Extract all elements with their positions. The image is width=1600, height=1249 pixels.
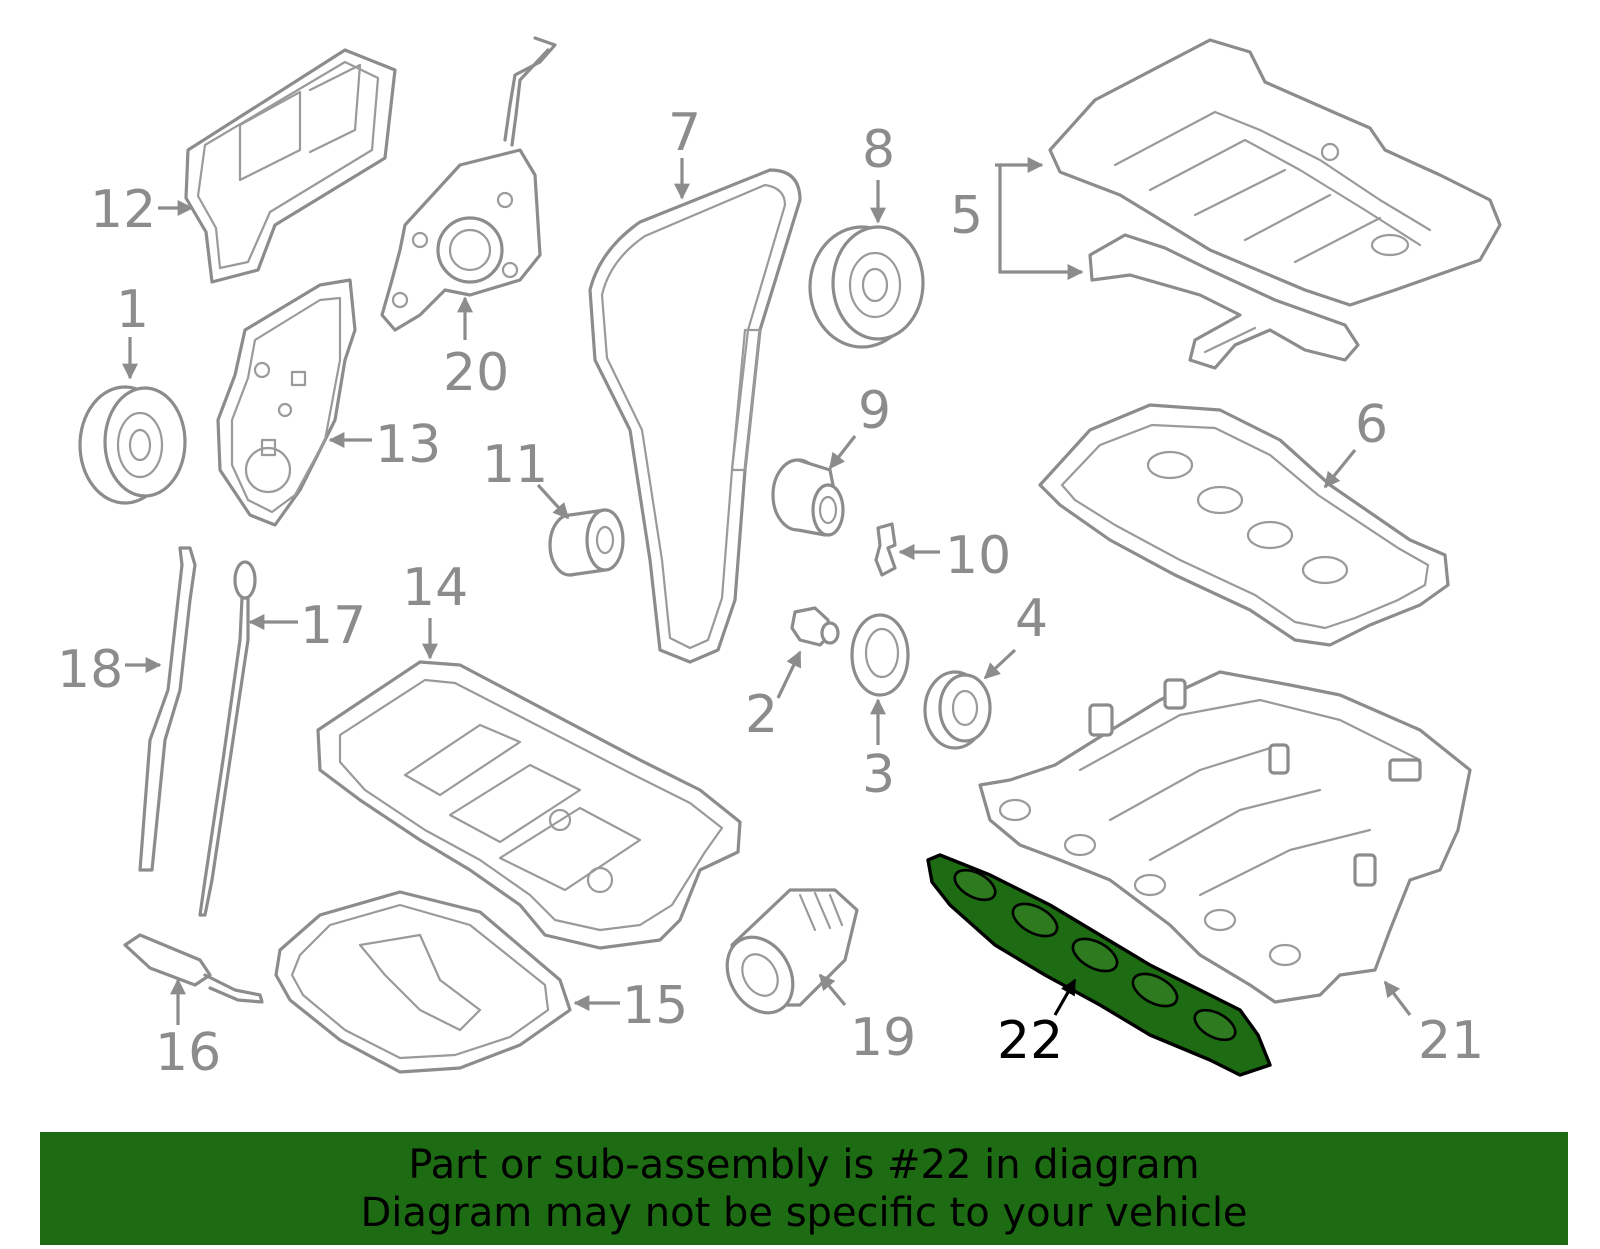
callout-labels: 1 2 3 4 5 6 7 8 9 10 11 12 13 14 15 16 1… [57, 103, 1484, 1083]
callout-5: 5 [950, 186, 983, 246]
callout-2: 2 [745, 685, 778, 745]
part-15-oil-pan-lower [274, 890, 572, 1074]
info-banner: Part or sub-assembly is #22 in diagram D… [40, 1132, 1568, 1245]
callout-21: 21 [1418, 1011, 1484, 1071]
part-2-bolt [790, 606, 840, 647]
callout-4: 4 [1015, 589, 1048, 649]
part-22-intake-manifold-gasket [926, 853, 1272, 1077]
callout-7: 7 [668, 103, 701, 163]
part-4-sprocket [923, 670, 992, 750]
callout-11: 11 [482, 435, 548, 495]
callout-14: 14 [402, 558, 468, 618]
callout-20: 20 [443, 343, 509, 403]
part-1-crankshaft-sprocket [78, 385, 187, 505]
callout-6: 6 [1355, 395, 1388, 455]
part-21-intake-manifold [978, 670, 1472, 1004]
part-19-oil-filter [725, 888, 859, 1015]
part-17-dipstick [198, 560, 257, 917]
part-16-sealant [123, 933, 264, 1004]
callout-19: 19 [850, 1008, 916, 1068]
part-6-valve-cover-gasket [1038, 403, 1450, 647]
callout-17: 17 [300, 596, 366, 656]
part-5-upper-cover-assembly [1048, 38, 1502, 370]
callout-18: 18 [57, 640, 123, 700]
part-14-oil-pan-upper [316, 660, 742, 950]
callout-9: 9 [858, 381, 891, 441]
part-20-oil-pump [380, 36, 557, 332]
part-12-upper-timing-cover [184, 48, 397, 284]
part-13-lower-timing-cover [216, 278, 357, 527]
callout-3: 3 [862, 745, 895, 805]
part-11-idler-pulley [548, 508, 625, 577]
callout-15: 15 [622, 976, 688, 1036]
leader-lines [122, 157, 1412, 1025]
callout-16: 16 [155, 1023, 221, 1083]
part-10-tensioner-spring [874, 522, 897, 577]
part-8-camshaft-sprocket [808, 225, 925, 349]
callout-10: 10 [945, 526, 1011, 586]
part-7-timing-belt [588, 168, 802, 664]
part-9-tensioner-pulley [771, 458, 845, 537]
callout-22: 22 [997, 1011, 1063, 1071]
banner-line-part-number: Part or sub-assembly is #22 in diagram [408, 1141, 1200, 1188]
callout-12: 12 [90, 180, 156, 240]
banner-line-disclaimer: Diagram may not be specific to your vehi… [360, 1189, 1248, 1236]
callout-1: 1 [116, 280, 149, 340]
part-18-dipstick-tube [138, 546, 197, 872]
callout-8: 8 [862, 120, 895, 180]
callout-13: 13 [375, 415, 441, 475]
part-3-washer [850, 613, 910, 697]
